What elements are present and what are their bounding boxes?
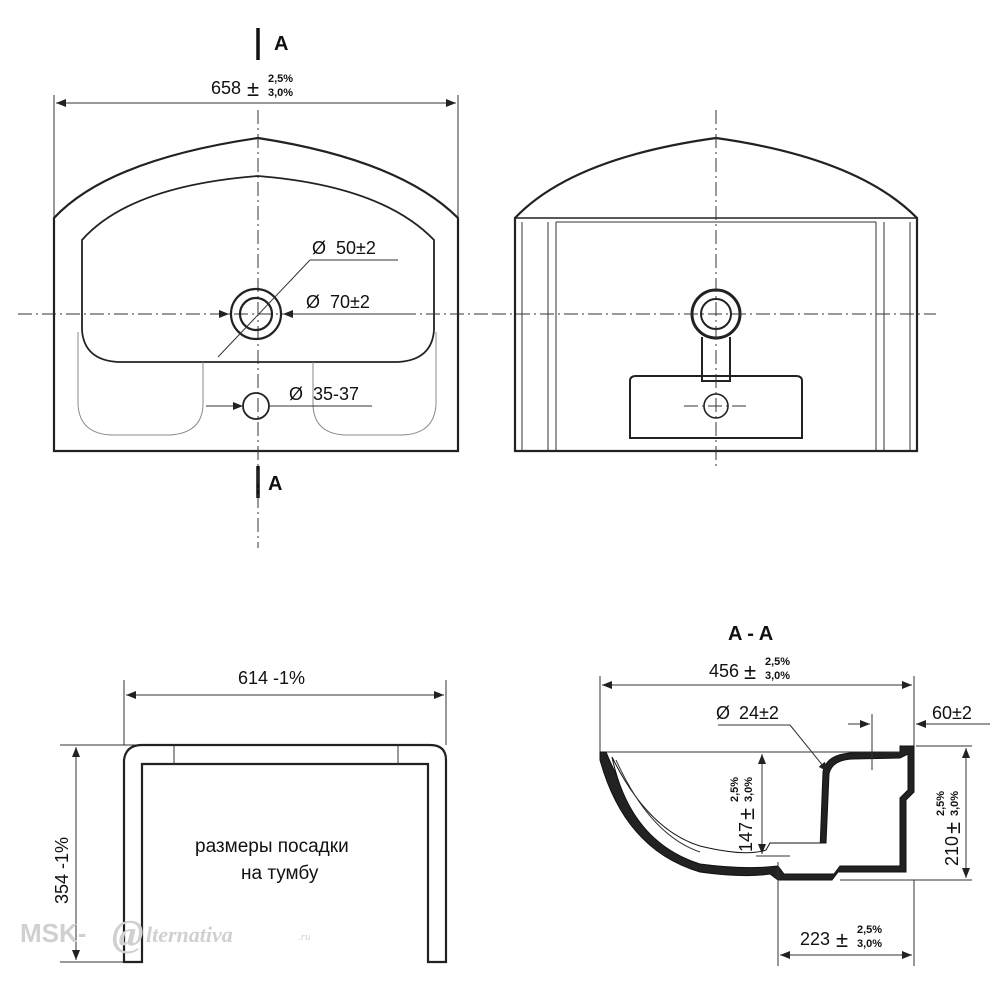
height-tol-top: 2,5% [935, 791, 947, 816]
watermark-part1: MSK- [20, 918, 86, 948]
drain-inner-circle [238, 296, 274, 332]
bowl-depth-tol-bottom: 3,0% [743, 777, 755, 802]
bowl-depth-value: 147 [736, 822, 756, 852]
height-tol-bottom: 3,0% [949, 791, 961, 816]
back-pm: ± [836, 927, 848, 952]
front-outline [513, 136, 919, 453]
width-pm: ± [247, 76, 259, 101]
drain-leader-diag [789, 724, 829, 773]
drain-value: 24±2 [739, 703, 779, 723]
watermark-part4: .ru [298, 931, 311, 943]
width-tol-bottom: 3,0% [268, 87, 293, 99]
fit-outline [122, 743, 448, 964]
back-tol-bottom: 3,0% [857, 938, 882, 950]
section-bowl-inner [611, 753, 909, 875]
watermark-part2: @ [112, 913, 144, 955]
hole-inner-symbol: Ø [312, 238, 326, 258]
width-tol-top: 2,5% [268, 73, 293, 85]
hole-outer-symbol: Ø [306, 292, 320, 312]
watermark: MSK- @ lternativa .ru [20, 913, 311, 955]
section-mark-top-label: A [274, 33, 288, 55]
front-inner-right [875, 222, 911, 451]
sec-width-pm: ± [744, 659, 756, 684]
fit-note-line2: на тумбу [241, 863, 319, 884]
hole-inner-value: 50±2 [336, 238, 376, 258]
section-title: A - A [728, 623, 773, 645]
counter-seat-right [312, 332, 437, 436]
tap-hole-symbol: Ø [289, 384, 303, 404]
basin-outline [52, 136, 460, 453]
fit-depth-value: 354 -1% [52, 837, 72, 904]
fit-note-line1: размеры посадки [195, 836, 349, 857]
sec-width-tol-bottom: 3,0% [765, 670, 790, 682]
counter-seat-left [77, 332, 204, 436]
width-value: 658 [211, 78, 241, 98]
front-inner-left [521, 222, 557, 451]
height-pm: ± [940, 822, 965, 834]
section-inner-curve [615, 759, 701, 853]
bowl-depth-tol-top: 2,5% [729, 777, 741, 802]
front-siphon-box [629, 375, 803, 439]
top-view: A A 658 ± 2,5% 3,0% Ø 50±2 Ø [18, 28, 488, 548]
height-value: 210 [942, 836, 962, 866]
drain-outer-circle [229, 287, 283, 341]
hole-outer-value: 70±2 [330, 292, 370, 312]
tap-hole-value: 35-37 [313, 384, 359, 404]
front-view [492, 110, 936, 468]
section-view: A - A 456 ± 2,5% 3,0% Ø 24±2 60±2 147 ± … [599, 623, 990, 966]
rim-value: 60±2 [932, 703, 972, 723]
bowl-outline [81, 175, 435, 363]
bowl-depth-pm: ± [734, 808, 759, 820]
drain-symbol: Ø [716, 703, 730, 723]
back-value: 223 [800, 929, 830, 949]
tap-hole-circle [242, 392, 270, 420]
fit-width-value: 614 -1% [238, 668, 305, 688]
fitting-view: 614 -1% 354 -1% размеры посадки на тумбу [52, 668, 448, 964]
sec-width-tol-top: 2,5% [765, 656, 790, 668]
hole-inner-leader [217, 259, 311, 358]
sec-width-value: 456 [709, 661, 739, 681]
back-tol-top: 2,5% [857, 924, 882, 936]
section-mark-bottom-label: A [268, 473, 282, 495]
watermark-part3: lternativa [146, 922, 233, 947]
